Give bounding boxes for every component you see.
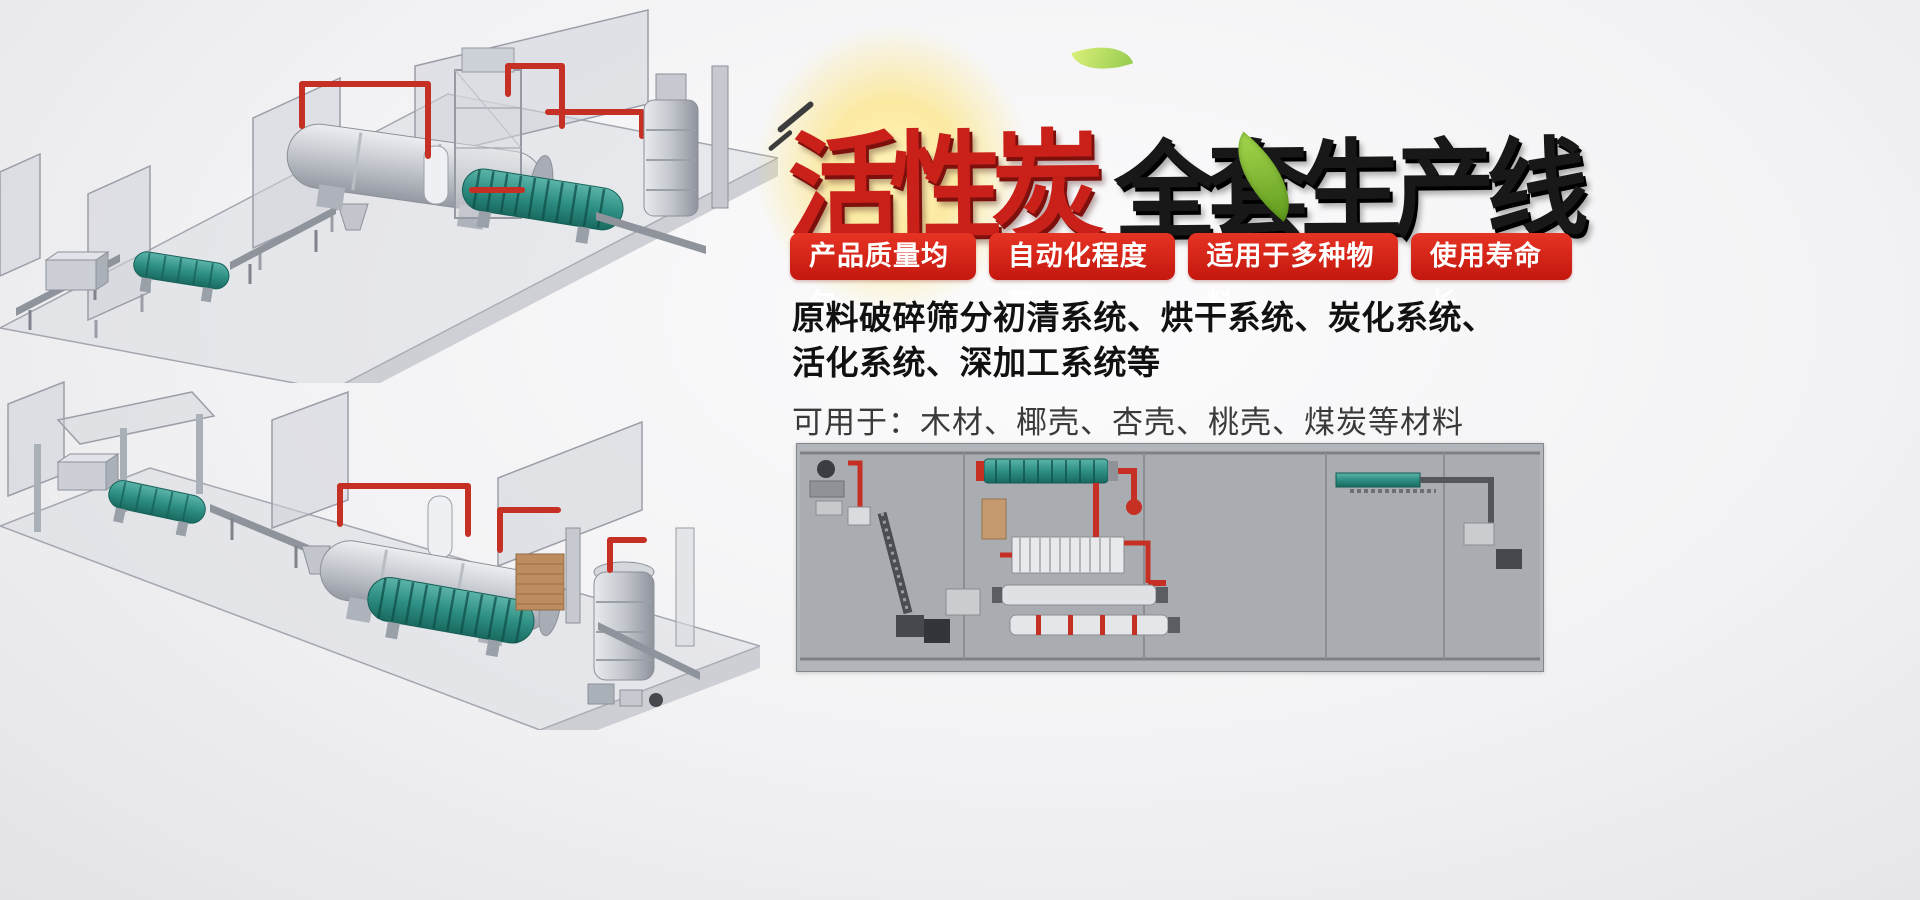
screening-drum [108,480,206,537]
wall-posts [94,210,334,338]
dust-collector [427,495,453,559]
diagram-red-main-pipe [1093,483,1166,586]
main-title: 活性炭 全套生产线 [747,17,1580,321]
badge-materials: 适用于多种物料 [1187,233,1398,318]
discharge-conveyor [596,212,706,254]
production-line-3d-render-top [0,8,778,383]
title-red-text: 活性炭 [786,122,1094,256]
feed-hopper [337,203,369,231]
description-block: 原料破碎筛分初清系统、烘干系统、炭化系统、 活化系统、深加工系统等 可用于：木材… [792,296,1562,442]
discharge-units [587,683,663,707]
discharge-conveyor [598,622,700,680]
right-content: 活性炭 全套生产线 产品质量均匀 自动化程度高 适用于多种物料 使用寿命长 原料… [747,0,1580,900]
title-black-text: 全套生产线 [1113,130,1581,253]
diagram-feed-section [809,460,924,637]
cooling-tower [643,73,699,217]
carbonization-drum [367,576,535,658]
canopy-roof [34,391,216,532]
production-line-layout-diagram [796,443,1544,672]
transfer-conveyor [230,206,336,284]
leaf-icon [1071,34,1134,82]
badge-automation: 自动化程度高 [988,233,1175,318]
systems-line-1: 原料破碎筛分初清系统、烘干系统、炭化系统、 [792,299,1496,336]
production-line-3d-render-bottom [0,378,760,730]
diagram-heat-exchanger [1000,536,1151,583]
diagram-activation-furnace [1009,614,1180,636]
diagram-packing-section [1335,472,1522,569]
badge-lifespan: 使用寿命长 [1410,233,1572,318]
transfer-conveyor [210,504,316,568]
diagram-carbonization-furnace [992,584,1168,606]
bucket-elevator [711,65,729,209]
diagram-dryer [976,458,1142,515]
diagram-brick-flue [981,498,1007,540]
crusher [44,251,110,291]
feature-badges: 产品质量均匀 自动化程度高 适用于多种物料 使用寿命长 [790,233,1572,318]
screening-drum [133,251,230,303]
brick-furnace-wall [515,553,565,611]
dust-collector [423,145,449,205]
red-piping [337,483,647,573]
wall-panels [7,380,643,568]
red-piping [299,63,645,193]
activation-tank [593,561,655,681]
systems-line-2: 活化系统、深加工系统等 [792,343,1161,381]
crusher [56,453,120,491]
bucket-elevator [565,527,695,647]
applications-line: 可用于：木材、椰壳、杏壳、桃壳、煤炭等材料 [792,405,1464,441]
badge-quality: 产品质量均匀 [790,233,976,318]
diagram-control-units [924,588,981,643]
